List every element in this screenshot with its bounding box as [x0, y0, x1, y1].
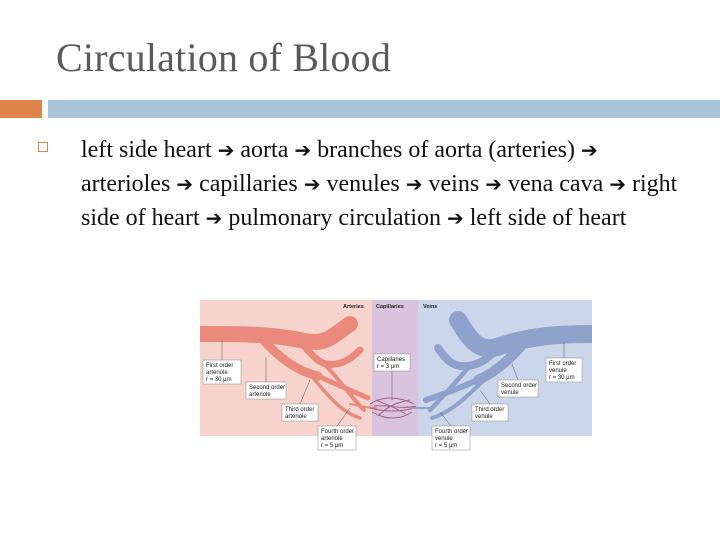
- arrow-right-icon: ➔: [205, 206, 223, 230]
- flow-step: arterioles: [81, 171, 171, 197]
- flow-step: branches of aorta (arteries): [317, 137, 575, 163]
- svg-text:Second order: Second order: [249, 385, 285, 391]
- svg-text:Third order: Third order: [285, 407, 314, 413]
- capillaries-header: Capillaries: [376, 304, 404, 310]
- bullet-square-icon: [38, 142, 48, 152]
- svg-text:First order: First order: [206, 363, 233, 369]
- svg-text:arteriole: arteriole: [285, 414, 307, 420]
- flow-step: left side of heart: [469, 205, 627, 231]
- label-fourth-order-venule: Fourth order venule r = 5 μm: [431, 425, 471, 451]
- capillary-bed: [369, 397, 417, 419]
- svg-text:r = 5 μm: r = 5 μm: [435, 443, 457, 449]
- flow-step: veins: [428, 171, 480, 197]
- arrow-right-icon: ➔: [485, 172, 502, 196]
- svg-text:r = 30 μm: r = 30 μm: [549, 375, 575, 381]
- svg-text:r = 30 μm: r = 30 μm: [206, 377, 232, 383]
- svg-text:arteriole: arteriole: [249, 392, 271, 398]
- arrow-right-icon: ➔: [176, 172, 194, 196]
- accent-bar-blue: [48, 100, 720, 118]
- flow-step: venules: [326, 171, 400, 197]
- arrow-right-icon: ➔: [217, 138, 235, 162]
- label-fourth-order-arteriole: Fourth order arteriole r = 5 μm: [317, 425, 357, 451]
- svg-text:Second order: Second order: [501, 383, 537, 389]
- flow-step: aorta: [240, 137, 289, 163]
- arrow-right-icon: ➔: [294, 138, 312, 162]
- arrow-right-icon: ➔: [303, 172, 321, 196]
- svg-text:arteriole: arteriole: [321, 436, 343, 442]
- bullet-text: left side heart ➔ aorta ➔ branches of ao…: [81, 133, 691, 235]
- svg-text:Fourth order: Fourth order: [321, 429, 354, 435]
- label-third-order-arteriole: Third order arteriole: [281, 403, 319, 422]
- slide-title: Circulation of Blood: [56, 35, 392, 80]
- svg-text:venule: venule: [549, 368, 567, 374]
- arteries-header: Arteries: [343, 304, 364, 310]
- svg-text:r = 5 μm: r = 5 μm: [321, 443, 343, 449]
- arrow-right-icon: ➔: [609, 172, 626, 196]
- veins-header: Veins: [423, 304, 437, 310]
- arterial-tree: [200, 316, 377, 420]
- svg-text:arteriole: arteriole: [206, 370, 228, 376]
- label-first-order-arteriole: First order arteriole r = 30 μm: [202, 359, 242, 385]
- svg-text:r = 3 μm: r = 3 μm: [377, 364, 399, 370]
- flow-step: right side of heart: [81, 171, 678, 231]
- flow-step: left side heart: [81, 137, 212, 163]
- flow-step: capillaries: [199, 171, 298, 197]
- svg-text:Capillaries: Capillaries: [377, 357, 405, 363]
- svg-text:First order: First order: [549, 361, 576, 367]
- arrow-right-icon: ➔: [405, 172, 423, 196]
- label-capillaries: Capillaries r = 3 μm: [373, 353, 411, 372]
- arrow-right-icon: ➔: [447, 206, 464, 230]
- accent-bar-orange: [0, 100, 42, 118]
- svg-text:Third order: Third order: [475, 407, 504, 413]
- svg-text:venule: venule: [501, 390, 519, 396]
- flow-step: pulmonary circulation: [228, 205, 441, 231]
- label-second-order-venule: Second order venule: [497, 379, 539, 398]
- leader-lines: [221, 340, 565, 427]
- label-second-order-arteriole: Second order arteriole: [245, 381, 287, 400]
- venous-tree: [411, 311, 592, 420]
- label-first-order-venule: First order venule r = 30 μm: [545, 357, 583, 383]
- arrow-right-icon: ➔: [580, 138, 598, 162]
- microcirculation-diagram: Arteries Capillaries Veins: [200, 300, 592, 452]
- label-third-order-venule: Third order venule: [471, 403, 509, 422]
- flow-step: vena cava: [507, 171, 604, 197]
- svg-text:Fourth order: Fourth order: [435, 429, 468, 435]
- svg-text:venule: venule: [435, 436, 453, 442]
- svg-text:venule: venule: [475, 414, 493, 420]
